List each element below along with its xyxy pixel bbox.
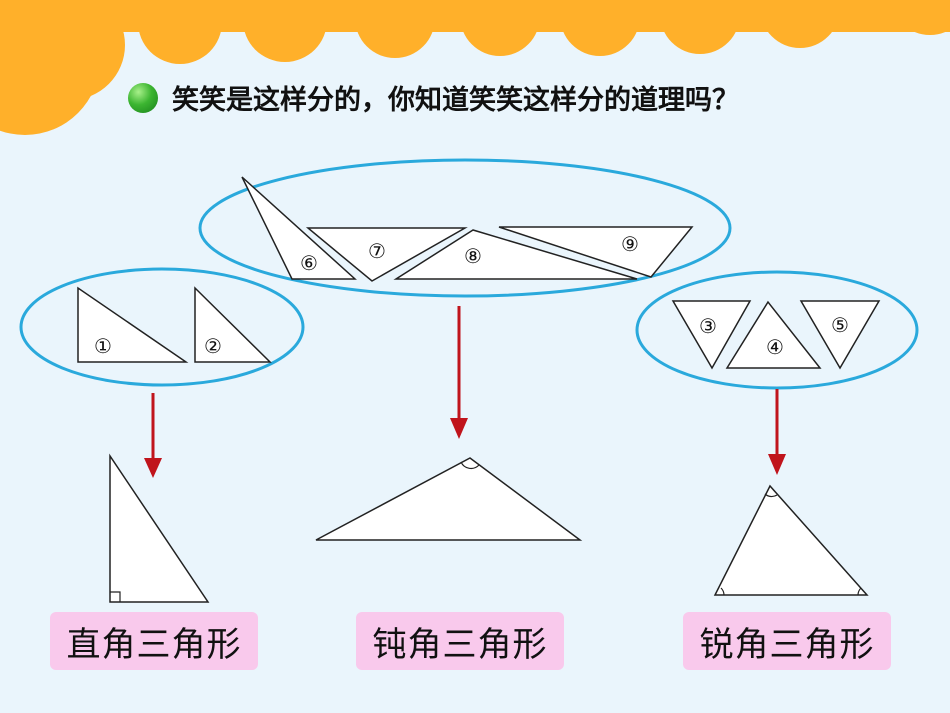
obtuse-triangle-label: 钝角三角形 xyxy=(356,612,564,670)
piece-9-number: ⑨ xyxy=(621,232,639,256)
piece-1-triangle xyxy=(77,286,189,363)
piece-8-triangle xyxy=(393,229,638,280)
right-triangle-group-ellipse xyxy=(19,267,305,387)
piece-2-number: ② xyxy=(204,334,222,358)
piece-6-triangle xyxy=(241,176,357,280)
arrow-acute-group xyxy=(768,389,786,475)
obtuse-triangle-example xyxy=(315,457,583,541)
piece-4-triangle xyxy=(725,300,822,369)
piece-7-triangle xyxy=(305,227,468,282)
piece-4-number: ④ xyxy=(766,335,784,359)
orange-cloud-banner xyxy=(0,0,950,135)
right-triangle-label: 直角三角形 xyxy=(50,612,258,670)
obtuse-triangle-label-text: 钝角三角形 xyxy=(372,624,548,665)
piece-9-triangle xyxy=(498,226,694,278)
right-triangle-label-text: 直角三角形 xyxy=(66,624,242,665)
acute-triangle-example xyxy=(713,484,869,596)
question-prompt: 笑笑是这样分的，你知道笑笑这样分的道理吗？ xyxy=(128,78,739,117)
green-circle-bullet-icon xyxy=(128,82,158,113)
arrow-obtuse-group xyxy=(450,306,468,439)
arrow-right-group xyxy=(144,393,162,478)
acute-triangle-label-text: 锐角三角形 xyxy=(699,624,875,665)
acute-triangle-group-ellipse xyxy=(635,270,919,390)
piece-5-triangle xyxy=(799,300,881,370)
piece-3-number: ③ xyxy=(699,314,717,338)
piece-5-number: ⑤ xyxy=(831,313,849,337)
acute-triangle-label: 锐角三角形 xyxy=(683,612,891,670)
piece-3-triangle xyxy=(671,300,752,370)
right-triangle-example xyxy=(109,453,210,603)
obtuse-triangle-group-ellipse xyxy=(198,158,732,298)
piece-6-number: ⑥ xyxy=(300,251,318,275)
piece-7-number: ⑦ xyxy=(368,239,386,263)
piece-1-number: ① xyxy=(94,334,112,358)
piece-2-triangle xyxy=(194,286,272,363)
question-text: 笑笑是这样分的，你知道笑笑这样分的道理吗？ xyxy=(172,85,739,116)
piece-8-number: ⑧ xyxy=(464,244,482,268)
